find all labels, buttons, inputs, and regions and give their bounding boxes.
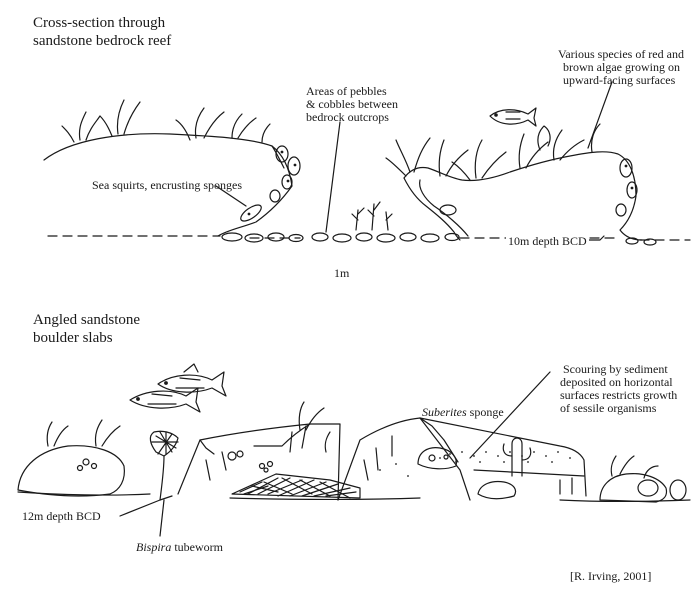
algae-label-line2: brown algae growing on — [563, 60, 680, 74]
encrusting-sponge — [477, 480, 517, 500]
fish-pair — [129, 363, 227, 413]
left-boulder — [17, 419, 125, 497]
right-outcrop-squirts — [439, 158, 638, 217]
top-leader-lines — [215, 81, 613, 241]
top-depth-label: 10m depth BCD — [506, 234, 589, 248]
bispira-suffix: tubeworm — [171, 540, 223, 554]
bottom-leader-lines — [119, 371, 551, 537]
sea-squirts-label: Sea squirts, encrusting sponges — [92, 178, 242, 192]
scouring-label-line4: of sessile organisms — [560, 401, 657, 415]
suberites-suffix: sponge — [466, 405, 504, 419]
pebbles-label-line3: bedrock outcrops — [306, 110, 389, 124]
left-outcrop-algae — [61, 99, 271, 143]
top-seabed-dashed-line — [47, 235, 691, 241]
fish-top — [489, 107, 537, 127]
right-outcrop-algae — [385, 123, 601, 181]
sea-squirts-cluster — [240, 145, 301, 222]
pebbles-label-line1: Areas of pebbles — [306, 84, 387, 98]
bottom-panel-title-line2: boulder slabs — [33, 330, 113, 346]
credit-label: [R. Irving, 2001] — [570, 569, 652, 583]
scale-label: 1m — [334, 266, 350, 280]
pebbles-and-cobbles — [221, 232, 657, 246]
suberites-label: Suberites sponge — [422, 405, 504, 419]
pebbles-label-line2: & cobbles between — [306, 97, 398, 111]
bottom-seabed-line — [17, 491, 691, 503]
bottom-depth-label: 12m depth BCD — [22, 509, 101, 523]
bottom-panel-title-line1: Angled sandstone — [33, 312, 141, 328]
scouring-label-line3: surfaces restricts growth — [560, 388, 678, 402]
angled-slab-right — [337, 417, 587, 501]
algae-label-line3: upward-facing surfaces — [563, 73, 676, 87]
right-boulder — [599, 455, 687, 503]
bispira-genus: Bispira — [136, 540, 172, 554]
scouring-label-line1: Scouring by sediment — [563, 362, 668, 376]
bispira-tubeworm — [149, 430, 179, 501]
slab-anemones — [227, 401, 331, 473]
sediment-wedge — [231, 473, 361, 499]
top-panel-title-line1: Cross-section through — [33, 15, 166, 31]
suberites-sponge — [417, 447, 457, 470]
weeds-between-outcrops — [351, 201, 393, 231]
scouring-label-line2: deposited on horizontal — [560, 375, 673, 389]
right-bedrock-outcrop — [403, 151, 643, 241]
left-bedrock-outcrop — [43, 133, 293, 237]
suberites-genus: Suberites — [422, 405, 467, 419]
finger-sponge — [502, 437, 532, 477]
stippled-sediment — [379, 451, 571, 477]
algae-label-line1: Various species of red and — [558, 47, 684, 61]
bispira-label: Bispira tubeworm — [136, 540, 223, 554]
top-panel-title-line2: sandstone bedrock reef — [33, 33, 172, 49]
